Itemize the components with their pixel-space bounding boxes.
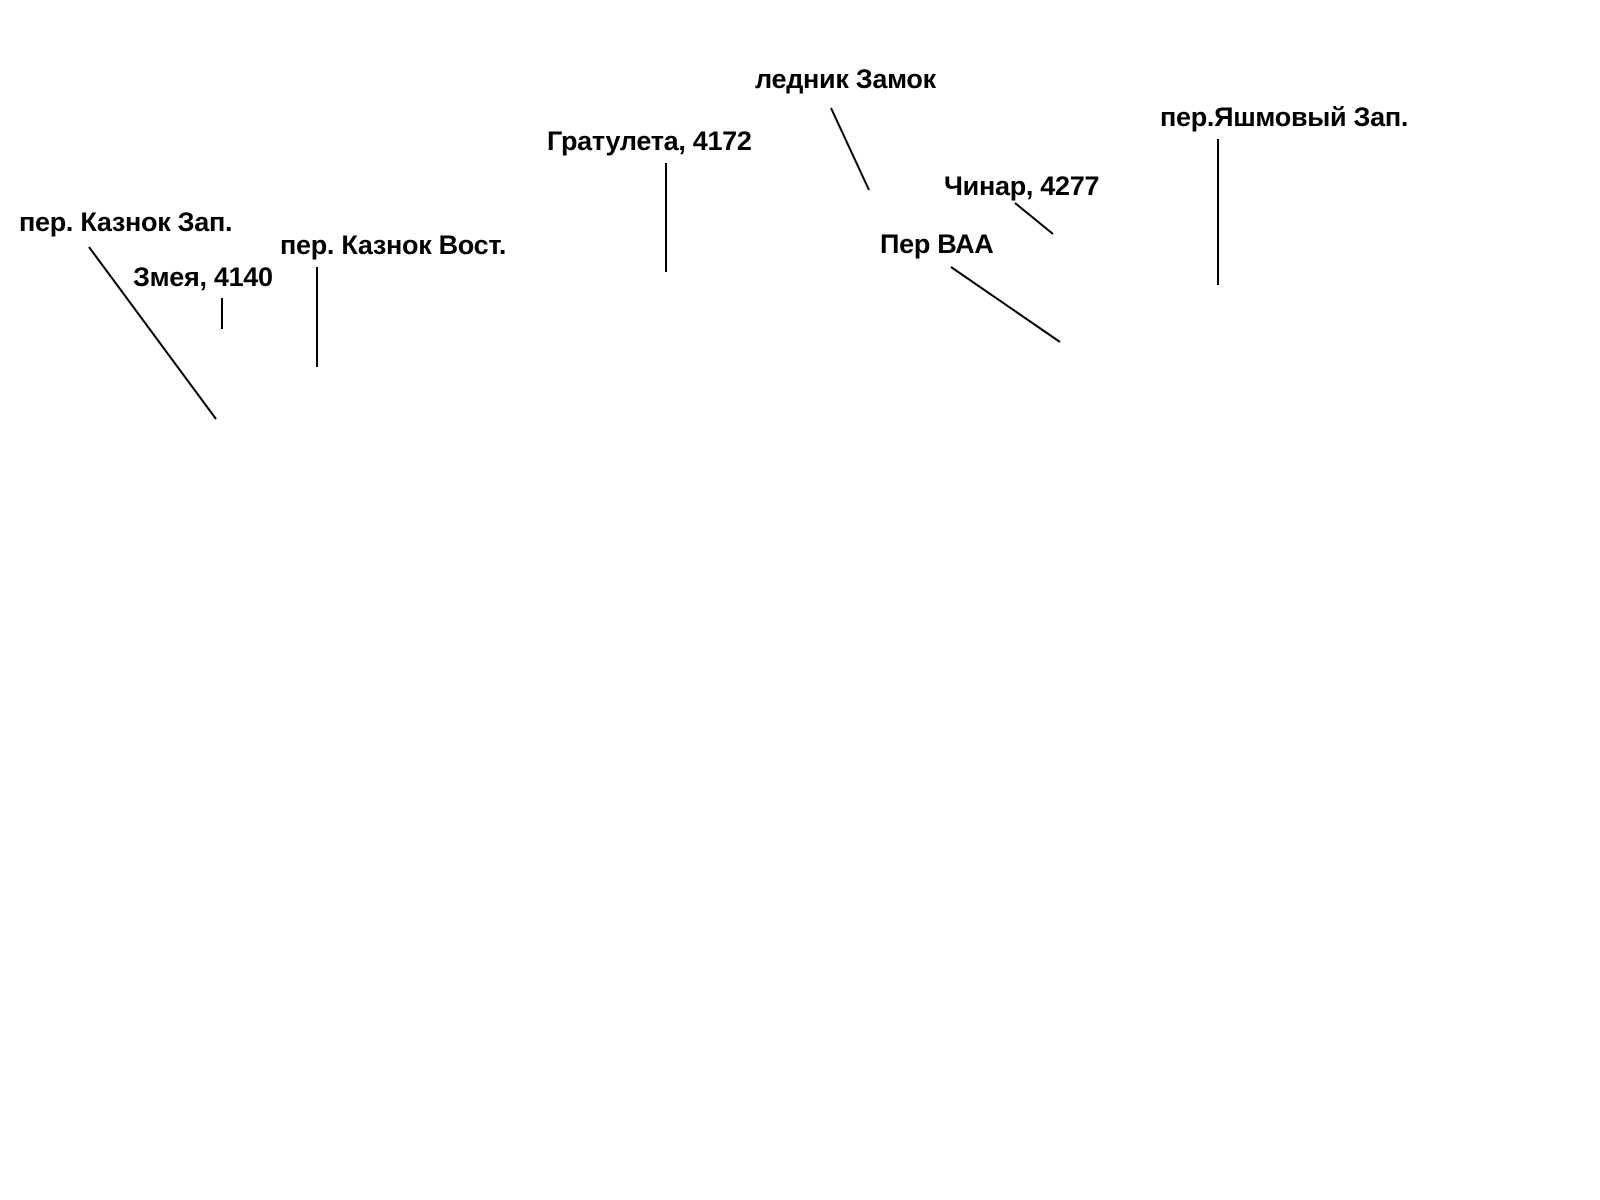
- label-peak-gratuleta: Гратулета, 4172: [547, 126, 752, 156]
- leader-line-kaznok-west: [88, 246, 217, 420]
- leader-line-per-vaa: [950, 266, 1061, 343]
- label-pass-yashmovy-west: пер.Яшмовый Зап.: [1160, 102, 1409, 132]
- label-peak-zmeya: Змея, 4140: [133, 262, 273, 292]
- label-peak-chinar: Чинар, 4277: [944, 171, 1100, 201]
- label-pass-kaznok-east: пер. Казнок Вост.: [280, 230, 507, 260]
- label-glacier-zamok: ледник Замок: [755, 64, 936, 94]
- label-pass-vaa: Пер ВАА: [880, 229, 994, 259]
- leader-line-lednik-zamok: [830, 107, 870, 191]
- label-pass-kaznok-west: пер. Казнок Зап.: [19, 207, 233, 237]
- leader-line-chinar: [1014, 202, 1054, 235]
